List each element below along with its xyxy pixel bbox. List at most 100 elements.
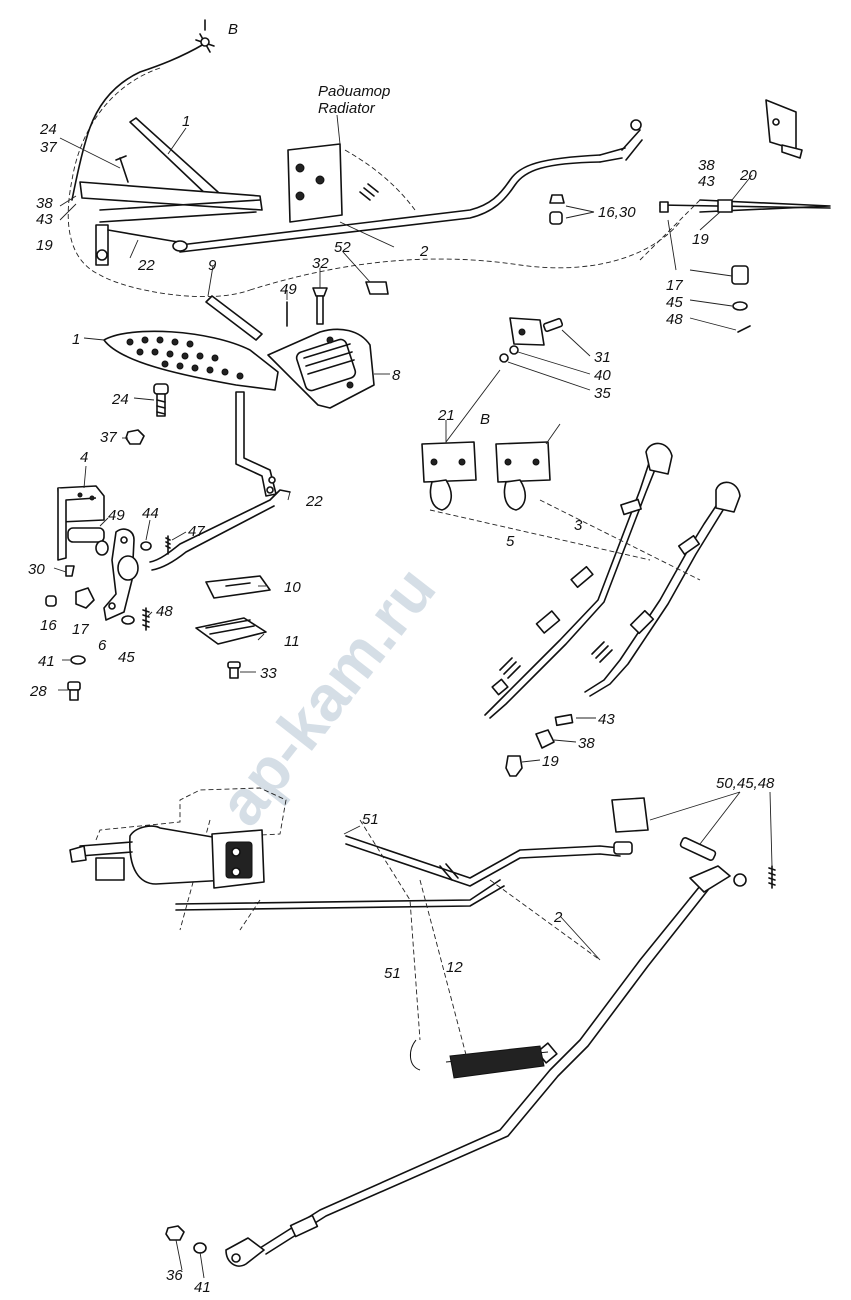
clip-52: [365, 281, 389, 295]
pedal-1: [103, 330, 279, 497]
bolt-32: [312, 287, 328, 325]
label-49-mid: 49: [108, 507, 125, 524]
pin-9: [205, 295, 263, 341]
label-43-right: 43: [698, 173, 715, 190]
rod-2-bottom: [225, 865, 747, 1267]
label-45-left: 45: [118, 649, 135, 666]
label-1-top: 1: [182, 113, 190, 130]
radiator-label-en: Radiator: [318, 100, 376, 117]
nut-37: [125, 429, 145, 445]
throttle-cable-top: [71, 43, 205, 201]
washer-41-bottom: [193, 1242, 207, 1254]
plate-11: [195, 617, 267, 645]
bolt-24: [153, 383, 169, 417]
sleeve-38: [535, 729, 555, 749]
label-31: 31: [594, 349, 611, 366]
label-41-left: 41: [38, 653, 55, 670]
bolt-33: [227, 661, 241, 679]
label-19-mid: 19: [542, 753, 559, 770]
label-48-left: 48: [156, 603, 173, 620]
connection-lines: [359, 199, 701, 1071]
label-11: 11: [284, 633, 300, 650]
label-3: 3: [574, 517, 583, 534]
label-36: 36: [166, 1267, 183, 1284]
pin-43: [554, 713, 574, 727]
leader-lines: [53, 114, 773, 1279]
label-24-mid: 24: [111, 391, 129, 408]
washer-41: [70, 655, 86, 665]
label-47: 47: [188, 523, 205, 540]
cap-16: [45, 595, 57, 607]
view-b-mid: B: [480, 411, 490, 428]
label-38-right: 38: [698, 157, 715, 174]
label-22-top: 22: [137, 257, 155, 274]
label-41-bottom: 41: [194, 1279, 211, 1296]
spring-12: [410, 1039, 549, 1079]
label-33: 33: [260, 665, 277, 682]
view-b-top: B: [228, 21, 238, 38]
label-37-top: 37: [40, 139, 57, 156]
label-30-left: 30: [28, 561, 45, 578]
label-16-left: 16: [40, 617, 57, 634]
label-38-mid: 38: [578, 735, 595, 752]
label-8: 8: [392, 367, 401, 384]
label-2-top: 2: [419, 243, 429, 260]
label-20: 20: [739, 167, 757, 184]
washer-45: [121, 615, 135, 625]
label-16-30-top: 16,30: [598, 204, 636, 221]
label-37-mid: 37: [100, 429, 117, 446]
label-49-top: 49: [280, 281, 297, 298]
top-assembly: [67, 19, 831, 333]
label-19-top: 19: [36, 237, 53, 254]
label-4: 4: [80, 449, 88, 466]
washer-44: [140, 541, 152, 551]
cab-outline: [67, 67, 251, 298]
bracket-3: [495, 441, 551, 511]
label-19-right: 19: [692, 231, 709, 248]
label-22-mid: 22: [305, 493, 323, 510]
label-40: 40: [594, 367, 611, 384]
label-10: 10: [284, 579, 301, 596]
spring-48-bottom: [768, 865, 776, 889]
joint-19: [505, 755, 523, 777]
label-35: 35: [594, 385, 611, 402]
label-44: 44: [142, 505, 159, 522]
label-38-top: 38: [36, 195, 53, 212]
pin-50: [679, 837, 717, 861]
cable-5-right: [584, 481, 741, 697]
label-1-pedal: 1: [72, 331, 80, 348]
label-51-top: 51: [362, 811, 379, 828]
spring-48: [142, 607, 150, 631]
pedal-arm-top: [129, 117, 219, 199]
label-43-mid: 43: [598, 711, 615, 728]
label-51-bottom: 51: [384, 965, 401, 982]
cable-5-left: [484, 442, 673, 719]
label-24-top: 24: [39, 121, 57, 138]
nut-36: [165, 1225, 185, 1241]
label-32: 32: [312, 255, 329, 272]
label-17-right: 17: [666, 277, 683, 294]
label-21: 21: [437, 407, 455, 424]
plate-10: [205, 575, 271, 599]
bracket-4: [57, 485, 109, 561]
joint-17: [75, 587, 95, 609]
label-12: 12: [446, 959, 463, 976]
bolt-28: [67, 681, 81, 701]
bracket-31: [499, 317, 564, 363]
label-43-top: 43: [36, 211, 53, 228]
radiator-bracket: [287, 143, 343, 223]
label-28: 28: [29, 683, 47, 700]
label-50-45-48: 50,45,48: [716, 775, 775, 792]
callout-labels: 1 24 37 38 43 19 22 9 2 52 32 49 38 43 2…: [28, 113, 775, 1296]
label-45-right: 45: [666, 294, 683, 311]
screw-30: [65, 565, 75, 577]
spring-47: [165, 535, 171, 555]
bracket-21: [421, 441, 477, 511]
label-17-left: 17: [72, 621, 89, 638]
pedal-plate: [103, 330, 279, 391]
rod-22: [149, 489, 291, 571]
radiator-title: Радиатор Radiator: [318, 83, 390, 117]
label-48-right: 48: [666, 311, 683, 328]
